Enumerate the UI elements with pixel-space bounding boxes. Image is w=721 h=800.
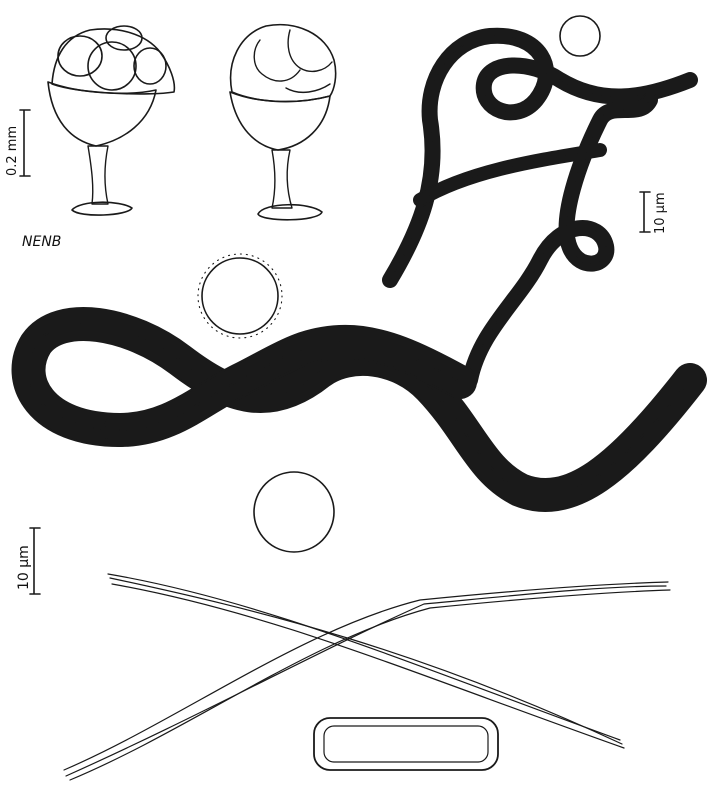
spore-upper-middle [197,253,283,339]
peridium-fragment [313,717,499,771]
capillitium-threads-crossing [63,573,671,781]
sporangium-open [47,25,176,216]
upper-scale-bar: 10 µm [639,191,668,234]
sporangium-scale-label: 0.2 mm [5,126,20,176]
spore-lower-middle [253,471,335,553]
artist-initials: NENB [22,234,61,250]
sporangium-closed [229,23,337,221]
large-scale-label: 10 µm [16,545,32,590]
capillitium-coiled-upper [382,27,698,388]
capillitium-twisted-large [11,307,707,512]
large-scale-bar: 10 µm [16,527,41,595]
sporangium-scale-bar: 0.2 mm [5,109,31,177]
upper-scale-label: 10 µm [653,192,668,234]
spore-small [559,15,601,57]
